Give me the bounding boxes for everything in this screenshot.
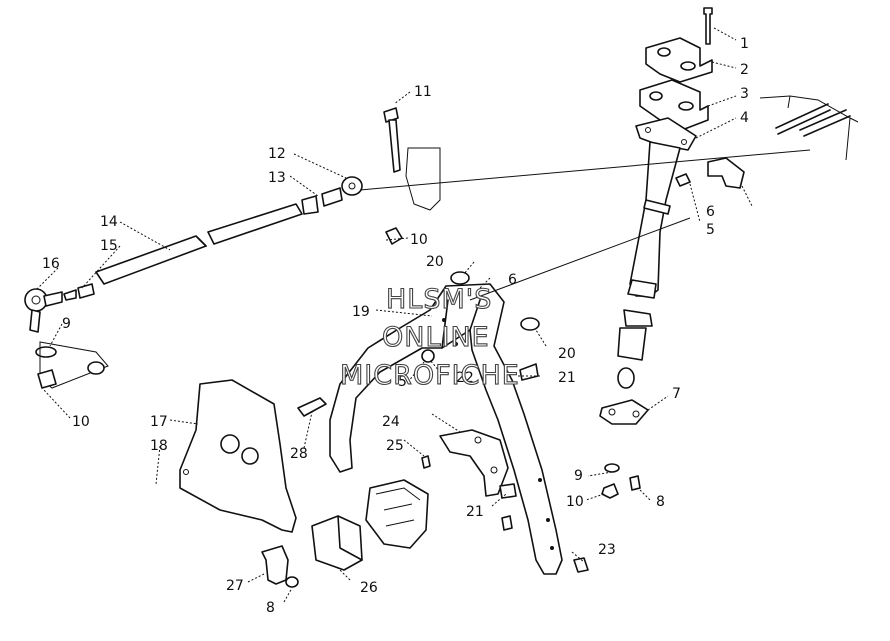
callout-10-left: 10: [72, 414, 90, 430]
callout-5-center: 5: [398, 374, 407, 390]
watermark-line-2: ONLINE: [382, 322, 490, 353]
frame-cut-line: [469, 217, 691, 301]
watermark: HLSM'S ONLINE MICROFICHE: [339, 283, 520, 391]
callout-21-upper: 21: [558, 370, 576, 386]
leader-lines: [35, 27, 753, 603]
callout-13: 13: [268, 170, 286, 186]
callout-4: 4: [740, 110, 749, 126]
callout-2: 2: [740, 62, 749, 78]
tie-rod-line: [359, 149, 811, 191]
main-frame: [329, 283, 563, 575]
callout-7: 7: [672, 386, 681, 402]
callout-26: 26: [360, 580, 378, 596]
callout-3: 3: [740, 86, 749, 102]
callout-8-right: 8: [656, 494, 665, 510]
hardware-right: [601, 463, 641, 499]
callout-8-lower: 8: [266, 600, 275, 616]
callout-labels: 1 2 3 4 6 5 7 9 10 8 11 12 13 10 14 15 1…: [42, 36, 749, 616]
callout-20-right: 20: [558, 346, 576, 362]
steering-post: [599, 7, 859, 425]
callout-25: 25: [386, 438, 404, 454]
watermark-line-3: MICROFICHE: [340, 360, 520, 391]
callout-9-left: 9: [62, 316, 71, 332]
callout-12: 12: [268, 146, 286, 162]
callout-22: 22: [456, 370, 474, 386]
bracket-24: [439, 429, 509, 497]
callout-5-right: 5: [706, 222, 715, 238]
callout-24: 24: [382, 414, 400, 430]
callout-6-right: 6: [706, 204, 715, 220]
lower-components: [261, 271, 589, 588]
tie-rod-assembly: [24, 107, 441, 389]
callout-20-top: 20: [426, 254, 444, 270]
callout-21-lower: 21: [466, 504, 484, 520]
callout-1: 1: [740, 36, 749, 52]
callout-10-right: 10: [566, 494, 584, 510]
callout-28: 28: [290, 446, 308, 462]
clip-28: [297, 397, 327, 417]
callout-16: 16: [42, 256, 60, 272]
callout-18: 18: [150, 438, 168, 454]
callout-27: 27: [226, 578, 244, 594]
callout-9-right: 9: [574, 468, 583, 484]
callout-11: 11: [414, 84, 432, 100]
callout-23: 23: [598, 542, 616, 558]
watermark-line-1: HLSM'S: [386, 284, 492, 315]
callout-6-center: 6: [508, 272, 517, 288]
callout-14: 14: [100, 214, 118, 230]
callout-10-upper: 10: [410, 232, 428, 248]
shield-plate: [179, 379, 297, 533]
callout-15: 15: [100, 238, 118, 254]
callout-17: 17: [150, 414, 168, 430]
callout-19: 19: [352, 304, 370, 320]
